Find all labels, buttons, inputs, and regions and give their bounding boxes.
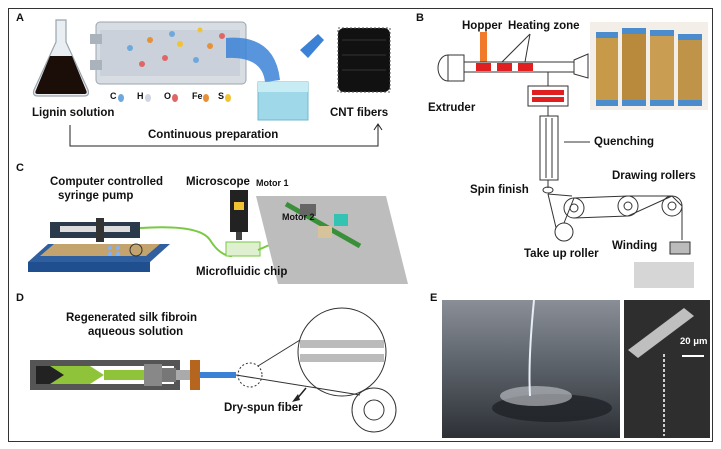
tubing-line bbox=[139, 226, 233, 257]
panel-b-label: B bbox=[416, 12, 424, 24]
zoom-circle-large bbox=[297, 307, 387, 397]
syringe-pump-icon bbox=[28, 218, 170, 272]
element-o-label: O bbox=[164, 91, 172, 101]
element-legend bbox=[118, 94, 231, 102]
dry-spun-fiber-label: Dry-spun fiber bbox=[224, 402, 303, 414]
element-fe-label: Fe bbox=[192, 91, 203, 101]
element-s-label: S bbox=[218, 91, 225, 101]
motor-1-icon bbox=[300, 204, 316, 216]
cnt-fibers-label: CNT fibers bbox=[330, 107, 389, 119]
pump-label-line2: syringe pump bbox=[58, 190, 134, 202]
microscope-icon bbox=[230, 190, 248, 240]
fiber-bobbins-photo bbox=[590, 22, 708, 110]
motor-1-label: Motor 1 bbox=[256, 178, 289, 188]
scale-bar-label: 20 μm bbox=[680, 336, 708, 347]
collector-bottle-icon bbox=[300, 34, 324, 58]
hopper-label: Hopper bbox=[462, 20, 503, 32]
motor-stage-icon bbox=[256, 196, 408, 284]
panel-e-label: E bbox=[430, 292, 438, 304]
drawing-rollers-label: Drawing rollers bbox=[612, 170, 696, 182]
spinneret-assembly-icon bbox=[30, 360, 236, 390]
element-c-label: C bbox=[110, 91, 117, 101]
lignin-solution-label: Lignin solution bbox=[32, 107, 115, 119]
microfluidic-chip-label: Microfluidic chip bbox=[196, 266, 288, 278]
quench-column-icon bbox=[539, 106, 559, 181]
fiber-drawing-photo bbox=[442, 300, 620, 438]
winding-bobbin-icon bbox=[669, 241, 691, 255]
quenching-label: Quenching bbox=[594, 136, 655, 148]
lignin-flask-icon bbox=[32, 19, 90, 97]
continuous-preparation-label: Continuous preparation bbox=[148, 129, 279, 141]
winding-base bbox=[634, 262, 694, 288]
collector-rod-icon bbox=[284, 201, 362, 249]
extruder-icon bbox=[437, 53, 589, 82]
cnt-flow-icon bbox=[226, 37, 280, 82]
winding-label: Winding bbox=[612, 240, 658, 252]
panel-d-label: D bbox=[16, 292, 24, 304]
dry-spun-fiber-line bbox=[235, 374, 361, 396]
panel-c-label: C bbox=[16, 162, 24, 174]
panel-a-label: A bbox=[16, 12, 24, 24]
motor-2-label: Motor 2 bbox=[282, 212, 315, 222]
spin-pack-icon bbox=[527, 72, 569, 107]
water-bath-icon bbox=[257, 81, 309, 121]
spin-finish-label: Spin finish bbox=[470, 184, 529, 196]
figure-frame bbox=[8, 8, 713, 442]
motor-2-icon bbox=[318, 226, 332, 238]
reactor-tube-icon bbox=[90, 21, 247, 85]
nozzle-icon bbox=[200, 372, 236, 378]
heating-zone-label: Heating zone bbox=[508, 20, 580, 32]
silk-solution-label-line1: Regenerated silk fibroin bbox=[66, 312, 198, 324]
sem-fiber-photo bbox=[624, 300, 710, 438]
zoom-circle-small bbox=[237, 362, 263, 388]
cnt-fiber-spool-icon bbox=[337, 27, 391, 93]
element-h-label: H bbox=[137, 91, 144, 101]
microscope-label: Microscope bbox=[186, 176, 250, 188]
hopper-icon bbox=[480, 32, 487, 62]
pump-label-line1: Computer controlled bbox=[50, 176, 164, 188]
extruder-label: Extruder bbox=[428, 102, 476, 114]
take-up-roller-label: Take up roller bbox=[524, 248, 599, 260]
silk-solution-label-line2: aqueous solution bbox=[88, 326, 184, 338]
fiber-reel-icon bbox=[351, 387, 397, 433]
